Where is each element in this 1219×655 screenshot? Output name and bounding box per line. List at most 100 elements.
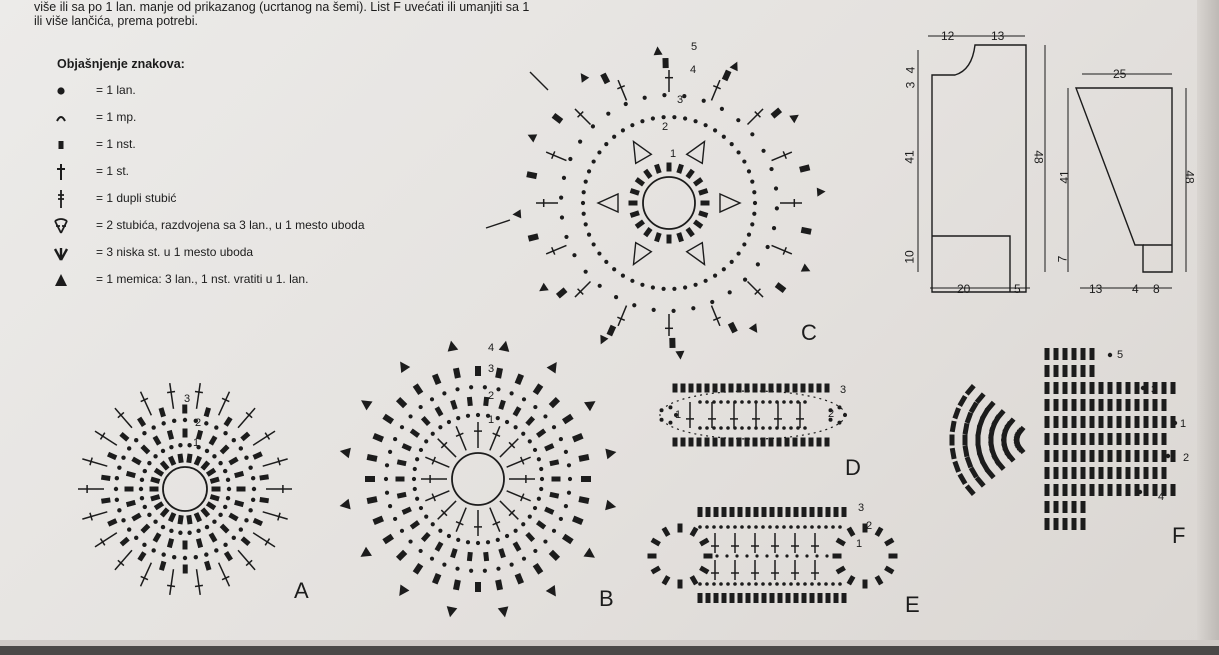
stitch-block <box>1053 382 1059 394</box>
stitch-block <box>382 533 395 545</box>
chain-dot <box>782 582 786 586</box>
chain-dot <box>701 98 706 103</box>
stitch-block <box>704 383 710 393</box>
stitch-block <box>412 383 424 396</box>
chain-dot <box>838 582 842 586</box>
chain-dot <box>597 150 602 155</box>
chain-dot <box>408 414 413 419</box>
stitch-block <box>1134 382 1140 394</box>
stitch-block <box>1071 433 1077 445</box>
chain-dot <box>693 282 698 287</box>
chain-dot <box>659 408 664 413</box>
chain-dot <box>238 527 244 532</box>
stitch-block <box>153 467 165 477</box>
stitch-block <box>208 532 218 543</box>
chain-dot <box>662 92 667 98</box>
chain-dot <box>742 242 747 247</box>
round-number: 2 <box>866 520 873 532</box>
stitch-block <box>768 383 774 393</box>
stitch-block <box>1089 467 1095 479</box>
stitch-block <box>696 437 702 447</box>
picot-mark <box>545 585 556 597</box>
stitch-block <box>137 416 147 427</box>
chain-dot-icon <box>57 87 65 95</box>
stitch-block <box>158 407 166 418</box>
chain-dot <box>214 425 219 430</box>
chain-dot <box>250 476 256 481</box>
chain-dot <box>564 234 569 240</box>
stitch-block <box>1161 416 1167 428</box>
stitch-block <box>159 560 167 571</box>
chain-dot <box>727 290 732 295</box>
chain-dot <box>726 400 730 404</box>
stitch-block <box>677 523 683 533</box>
stitch-post <box>499 500 519 520</box>
chain-dot <box>740 400 744 404</box>
stitch-block <box>676 163 684 174</box>
picot-triangle-icon <box>55 274 67 286</box>
stitch-bar <box>245 559 253 567</box>
legend-title: Objašnjenje znakova: <box>57 57 185 71</box>
stitch-block <box>1071 382 1077 394</box>
dimension-label: 48 <box>1182 170 1197 184</box>
stitch-post <box>437 500 457 520</box>
stitch-block <box>736 437 742 447</box>
stitch-block <box>1062 467 1068 479</box>
stitch-block <box>1161 433 1167 445</box>
chain-dot <box>674 413 678 417</box>
chain-dot <box>142 504 148 510</box>
stitch-block <box>744 383 750 393</box>
stitch-block <box>1143 382 1149 394</box>
stitch-block <box>1080 501 1086 513</box>
chain-dot <box>747 582 751 586</box>
chain-dot <box>231 438 236 443</box>
chain-dot <box>581 190 586 195</box>
stitch-block <box>1125 433 1131 445</box>
stitch-block <box>729 507 735 517</box>
stitch-block <box>551 476 561 482</box>
chain-dot <box>581 211 586 216</box>
stitch-block <box>572 515 584 526</box>
stitch-block <box>1170 416 1176 428</box>
chain-dot <box>121 455 126 460</box>
stitch-block <box>1125 399 1131 411</box>
chain-dot <box>442 391 447 396</box>
stitch-block <box>1134 433 1140 445</box>
stitch-post <box>574 108 592 126</box>
stitch-block <box>677 579 683 589</box>
chain-dot <box>755 262 760 267</box>
chain-dot <box>683 285 688 290</box>
chain-dot <box>521 522 526 527</box>
stitch-block <box>200 507 211 518</box>
chain-dot <box>754 582 758 586</box>
stitch-block <box>1143 433 1149 445</box>
dimension-label: 4 <box>903 66 918 74</box>
stitch-block <box>512 541 522 552</box>
chain-dot <box>496 387 501 392</box>
stitch-post <box>617 79 628 101</box>
stitch-post <box>506 490 531 502</box>
stitch-block <box>700 200 710 206</box>
stitch-block <box>228 512 239 522</box>
chain-dot <box>755 554 759 558</box>
chain-dot <box>424 439 429 444</box>
chain-dot <box>789 582 793 586</box>
stitch-block <box>628 200 638 206</box>
stitch-block <box>1098 467 1104 479</box>
chain-dot <box>620 128 626 133</box>
chain-dot <box>698 400 702 404</box>
chain-dot <box>138 486 144 492</box>
stitch-block <box>817 593 823 603</box>
stitch-post <box>489 507 501 532</box>
stitch-block <box>697 507 703 517</box>
stitch-block <box>776 383 782 393</box>
stitch-post <box>169 569 175 596</box>
stitch-bar <box>264 432 271 440</box>
stitch-block <box>1125 450 1131 462</box>
stitch-block <box>874 526 884 537</box>
chain-dot <box>733 426 737 430</box>
stitch-block <box>236 486 246 492</box>
stitch-block <box>662 57 669 69</box>
stitch-block <box>544 443 555 452</box>
stitch-block <box>561 533 574 545</box>
